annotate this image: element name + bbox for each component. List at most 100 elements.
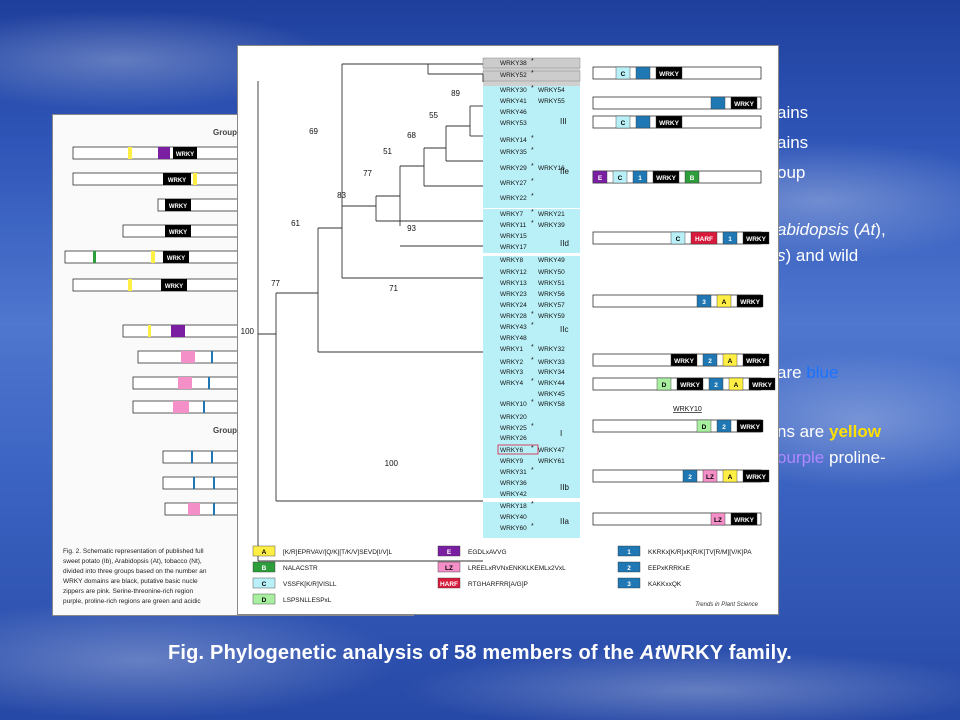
gene-name: WRKY52 bbox=[500, 72, 527, 79]
domain-label: C bbox=[621, 120, 626, 127]
gene-name: WRKY3 bbox=[500, 369, 524, 376]
gene-name: WRKY42 bbox=[500, 491, 527, 498]
gene-name: WRKY55 bbox=[538, 98, 565, 105]
source-credit: Trends in Plant Science bbox=[695, 602, 759, 608]
legend-key: LZ bbox=[445, 565, 453, 572]
gene-name: WRKY12 bbox=[500, 269, 527, 276]
domain-block bbox=[93, 251, 96, 263]
domain-label: E bbox=[598, 175, 603, 182]
domain-label: LZ bbox=[714, 517, 722, 524]
domain-label: C bbox=[676, 236, 681, 243]
legend-key: C bbox=[262, 581, 267, 588]
gene-name: WRKY54 bbox=[538, 87, 565, 94]
gene-name: WRKY36 bbox=[500, 480, 527, 487]
domain-label: B bbox=[690, 175, 695, 182]
domain-block bbox=[710, 96, 726, 110]
group-label: Group bbox=[213, 426, 237, 435]
gene-name: WRKY60 bbox=[500, 525, 527, 532]
bootstrap-value: 61 bbox=[291, 219, 300, 228]
bootstrap-value: 69 bbox=[309, 127, 318, 136]
domain-block bbox=[690, 231, 718, 245]
gene-name: WRKY49 bbox=[538, 257, 565, 264]
group-shade bbox=[483, 502, 580, 538]
legend-motif: EEPxKRRKxE bbox=[648, 565, 691, 572]
gene-name: WRKY51 bbox=[538, 280, 565, 287]
domain-label: WRKY bbox=[176, 152, 194, 158]
legend-swatch bbox=[617, 545, 641, 557]
gene-name: WRKY27 bbox=[500, 180, 527, 187]
domain-block bbox=[213, 503, 215, 515]
group-shade bbox=[483, 209, 580, 253]
domain-block bbox=[722, 353, 738, 367]
domain-block bbox=[211, 451, 213, 463]
gene-mark: * bbox=[531, 311, 534, 318]
domain-block bbox=[151, 251, 155, 263]
gene-name: WRKY58 bbox=[538, 401, 565, 408]
domain-label: WRKY bbox=[734, 101, 755, 108]
domain-label: WRKY bbox=[752, 382, 773, 389]
bootstrap-value: 68 bbox=[407, 131, 416, 140]
legend-swatch bbox=[437, 561, 461, 573]
gene-name: WRKY25 bbox=[500, 425, 527, 432]
group-label: Group bbox=[213, 128, 237, 137]
legend-swatch bbox=[252, 593, 276, 605]
gene-name: WRKY23 bbox=[500, 291, 527, 298]
bootstrap-value: 55 bbox=[429, 111, 438, 120]
domain-block bbox=[736, 294, 764, 308]
gene-name: WRKY53 bbox=[500, 120, 527, 127]
gene-mark: * bbox=[531, 423, 534, 430]
gene-mark: * bbox=[531, 70, 534, 77]
domain-block bbox=[211, 351, 213, 363]
domain-label: 2 bbox=[722, 424, 726, 431]
gene-name: WRKY14 bbox=[500, 137, 527, 144]
group-shade bbox=[483, 446, 580, 498]
legend-key: 3 bbox=[627, 581, 631, 588]
gene-mark: * bbox=[531, 220, 534, 227]
legend-swatch bbox=[437, 545, 461, 557]
gene-name: WRKY56 bbox=[538, 291, 565, 298]
gene-name: WRKY44 bbox=[538, 380, 565, 387]
gene-name: WRKY17 bbox=[500, 244, 527, 251]
domain-block bbox=[748, 377, 776, 391]
domain-block bbox=[655, 66, 683, 80]
gene-name: WRKY9 bbox=[500, 458, 524, 465]
gene-name: WRKY32 bbox=[538, 346, 565, 353]
domain-label: 2 bbox=[688, 474, 692, 481]
legend-motif: VSSFK[K/R]VISLL bbox=[283, 581, 337, 588]
domain-label: WRKY bbox=[659, 71, 680, 78]
legend-swatch bbox=[617, 577, 641, 589]
gene-name: WRKY18 bbox=[500, 503, 527, 510]
gene-name: WRKY33 bbox=[538, 359, 565, 366]
domain-block bbox=[203, 401, 205, 413]
gene-name: WRKY7 bbox=[500, 211, 524, 218]
protein-bar bbox=[122, 324, 249, 338]
legend-key: 2 bbox=[627, 565, 631, 572]
gene-name: WRKY48 bbox=[500, 335, 527, 342]
legend-swatch bbox=[437, 577, 461, 589]
gene-name: WRKY39 bbox=[538, 222, 565, 229]
domain-label: LZ bbox=[706, 474, 714, 481]
domain-label: WRKY bbox=[659, 120, 680, 127]
legend-key: B bbox=[262, 565, 267, 572]
gene-name: WRKY2 bbox=[500, 359, 524, 366]
domain-label: WRKY bbox=[168, 178, 186, 184]
bootstrap-value: 71 bbox=[389, 284, 398, 293]
domain-block bbox=[615, 66, 631, 80]
gene-name: WRKY59 bbox=[538, 313, 565, 320]
domain-label: 1 bbox=[728, 236, 732, 243]
domain-label: WRKY bbox=[167, 256, 185, 262]
group-shade bbox=[483, 256, 580, 346]
domain-block bbox=[178, 377, 192, 389]
legend-motif: KAKKxxQK bbox=[648, 581, 682, 588]
gene-mark: * bbox=[531, 445, 534, 452]
protein-bar bbox=[64, 250, 249, 264]
bg-text-line: abidopsis (At), bbox=[777, 220, 886, 239]
domain-block bbox=[702, 353, 718, 367]
bg-text-line: ns are yellow bbox=[777, 422, 881, 441]
domain-block bbox=[208, 377, 210, 389]
domain-block bbox=[722, 231, 738, 245]
domain-block bbox=[163, 173, 191, 185]
domain-label: A bbox=[734, 382, 739, 389]
gene-name: WRKY34 bbox=[538, 369, 565, 376]
bg-text-line: ains bbox=[777, 103, 809, 122]
